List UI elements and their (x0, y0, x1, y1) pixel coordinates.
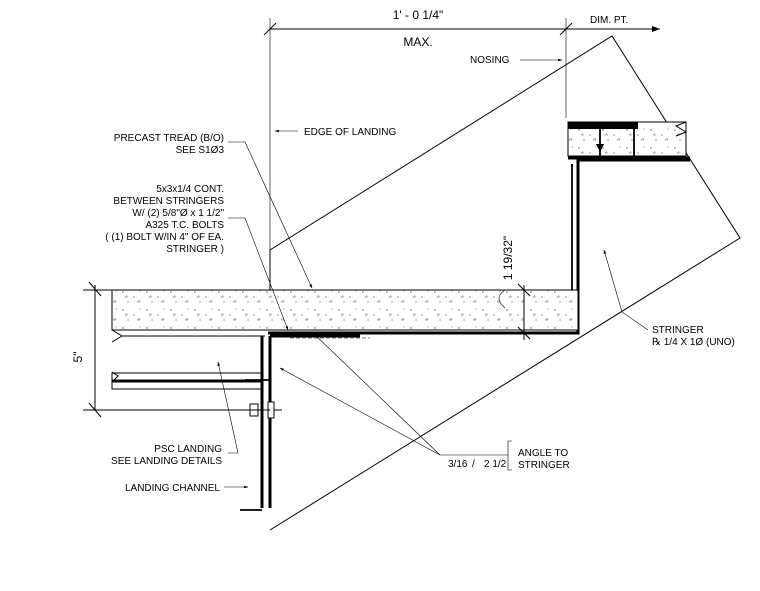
landing-slab (111, 289, 579, 343)
angle-note-6: STRINGER ) (166, 244, 224, 255)
weld-length-label: 2 1/2 (484, 459, 507, 470)
psc-landing-label-2: SEE LANDING DETAILS (111, 456, 222, 467)
angle-note-4: A325 T.C. BOLTS (145, 220, 224, 231)
weld-note-2: STRINGER (518, 460, 570, 471)
slab-depth-label: 5" (71, 352, 85, 363)
max-dimension-note: MAX. (403, 35, 432, 49)
angle-note-1: 5x3x1/4 CONT. (156, 184, 224, 195)
stringer-label-2: ℞ 1/4 X 1Ø (UNO) (652, 337, 735, 348)
weld-size-label: 3/16 (448, 459, 468, 470)
precast-tread-label-1: PRECAST TREAD (B/O) (114, 133, 224, 144)
upper-tread (567, 121, 690, 160)
stringer-label-1: STRINGER (652, 325, 704, 336)
top-length-dimension: 1' - 0 1/4" (393, 8, 444, 22)
weld-symbol: / (472, 459, 475, 470)
angle-note-2: BETWEEN STRINGERS (113, 196, 224, 207)
annotation-labels: NOSING EDGE OF LANDING PRECAST TREAD (B/… (105, 55, 735, 494)
tread-offset-label: 1 19/32" (501, 236, 515, 280)
slab-depth-dimension: 5" (71, 281, 270, 418)
tread-offset-dimension: 1 19/32" (498, 236, 531, 340)
stringer-outline (269, 35, 741, 531)
angle-note-5: ( (1) BOLT W/IN 4" OF EA. (105, 232, 224, 243)
nosing-label: NOSING (470, 55, 510, 66)
stringer-profile (268, 158, 690, 335)
precast-tread-label-2: SEE S1Ø3 (176, 145, 225, 156)
leaders (217, 58, 649, 489)
psc-landing (111, 335, 265, 390)
landing-channel (240, 334, 370, 511)
dim-pt-label: DIM. PT. (590, 15, 628, 26)
edge-of-landing-label: EDGE OF LANDING (304, 127, 396, 138)
top-dimension: 1' - 0 1/4" MAX. DIM. PT. (263, 8, 660, 312)
angle-note-3: W/ (2) 5/8"Ø x 1 1/2" (132, 208, 224, 219)
psc-landing-label-1: PSC LANDING (154, 444, 222, 455)
landing-channel-label: LANDING CHANNEL (125, 483, 220, 494)
weld-note-1: ANGLE TO (518, 448, 568, 459)
